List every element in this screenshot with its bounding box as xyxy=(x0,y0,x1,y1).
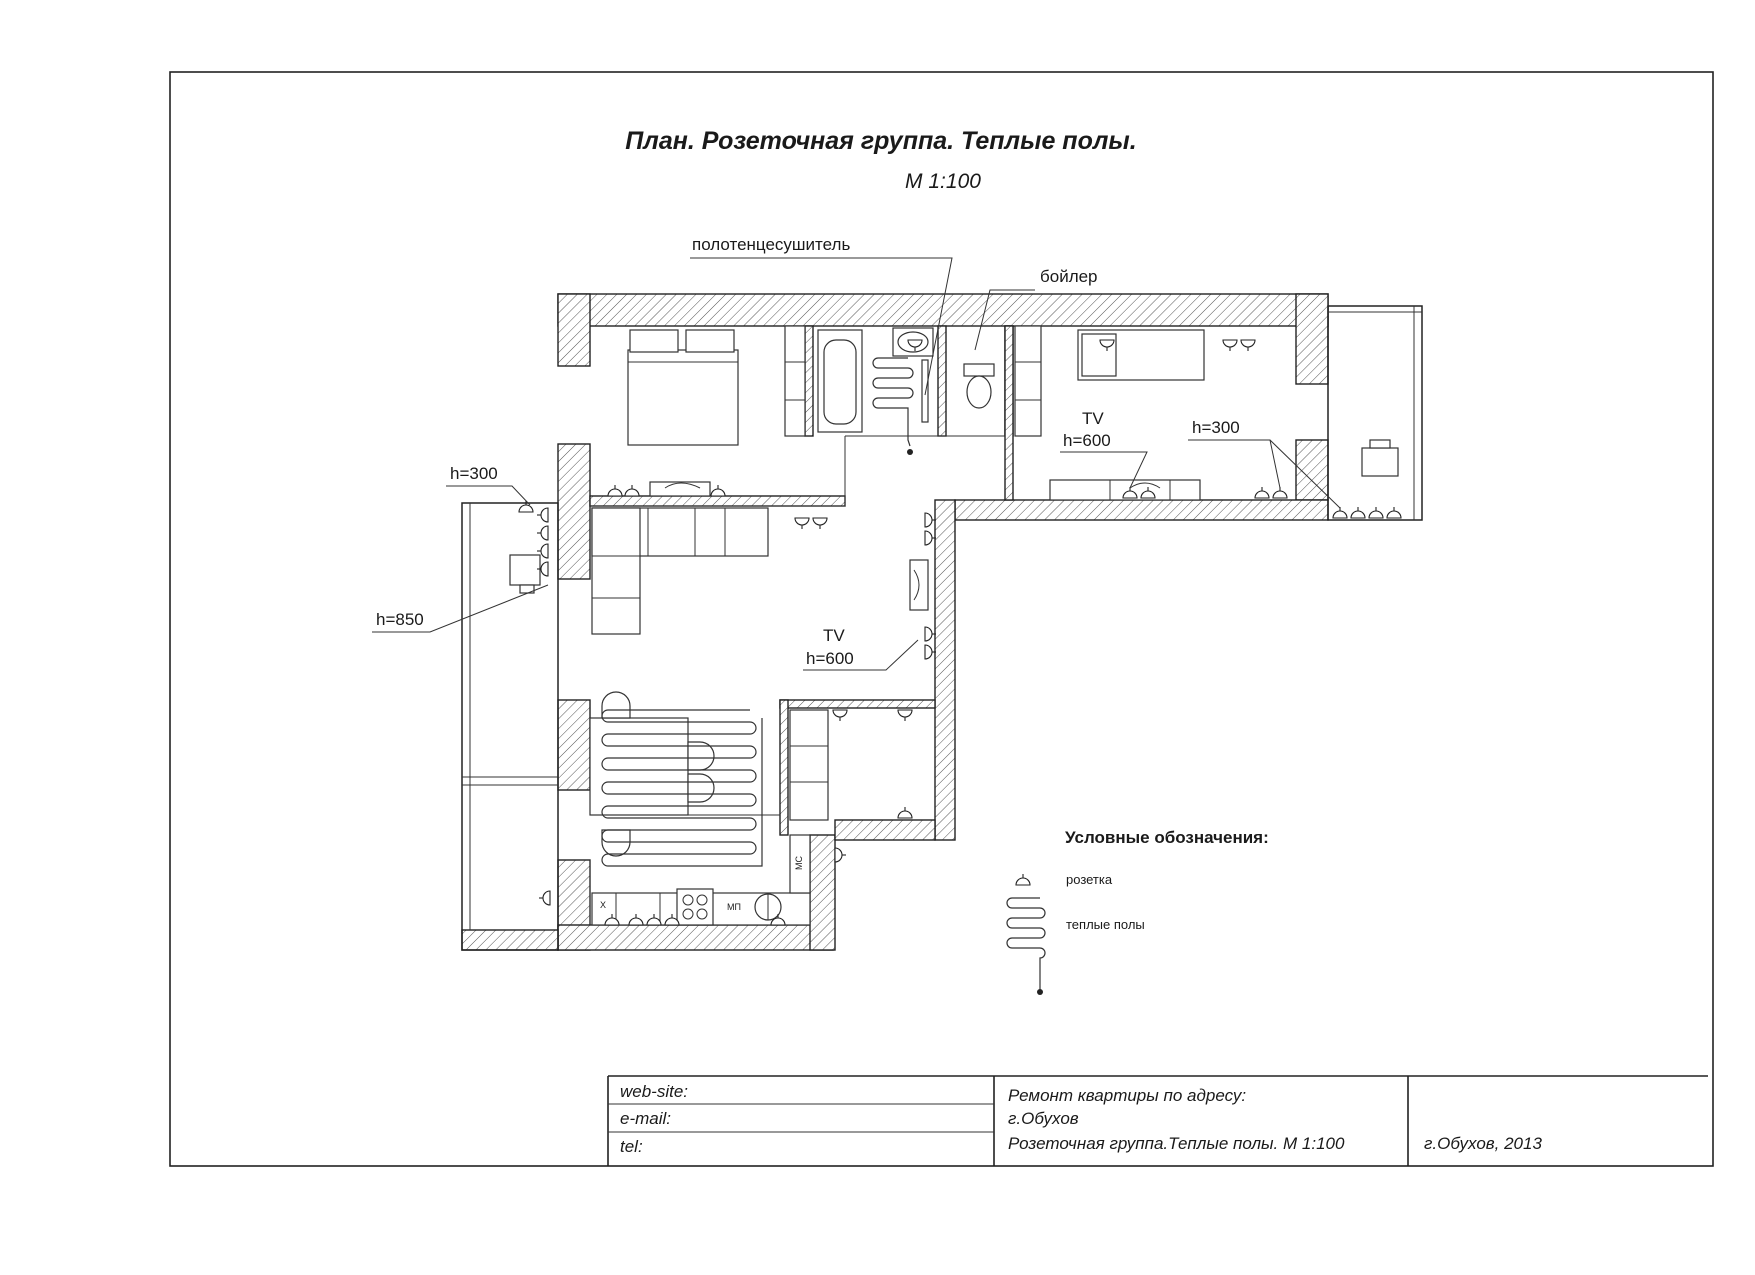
project-line3: Розеточная группа.Теплые полы. М 1:100 xyxy=(1008,1134,1345,1153)
boiler-label: бойлер xyxy=(1040,267,1098,286)
website-label: web-site: xyxy=(620,1082,688,1101)
interior-lines xyxy=(461,305,1423,951)
socket-icon xyxy=(1015,873,1031,886)
left-balcony-height-top: h=300 xyxy=(450,464,498,483)
legend-item-heated-floor: теплые полы xyxy=(1066,917,1145,932)
project-line1: Ремонт квартиры по адресу: xyxy=(1008,1086,1246,1105)
title-block: web-site: e-mail: tel: Ремонт квартиры п… xyxy=(607,1075,1708,1166)
email-label: e-mail: xyxy=(620,1109,671,1128)
walls xyxy=(461,293,1329,951)
kitchen-mark-mv: МП xyxy=(727,902,741,912)
kitchen-mark-ms: МС xyxy=(794,856,804,870)
sheet-frame xyxy=(169,71,1714,1167)
annotations: полотенцесушитель бойлер TV h=600 h=300 … xyxy=(372,235,1341,912)
tv-bedroom-label: TV xyxy=(1082,409,1104,428)
legend-item-socket: розетка xyxy=(1066,872,1113,887)
heated-floor-icon xyxy=(1006,897,1046,995)
towel-dryer-label: полотенцесушитель xyxy=(692,235,850,254)
legend-heading: Условные обозначения: xyxy=(1065,828,1269,847)
bedroom-right-height: h=300 xyxy=(1192,418,1240,437)
kitchen-mark-x: Х xyxy=(600,900,606,910)
tv-living-label: TV xyxy=(823,626,845,645)
tv-bedroom-height: h=600 xyxy=(1063,431,1111,450)
left-balcony-height-desk: h=850 xyxy=(376,610,424,629)
place-year: г.Обухов, 2013 xyxy=(1424,1134,1542,1153)
drawing-title: План. Розеточная группа. Теплые полы. xyxy=(625,127,1136,155)
heated-floor-zones xyxy=(601,357,914,867)
drawing-scale: М 1:100 xyxy=(905,170,981,193)
legend: Условные обозначения: розетка теплые пол… xyxy=(1006,828,1269,995)
project-line2: г.Обухов xyxy=(1008,1109,1079,1128)
furniture xyxy=(509,325,1399,926)
tel-label: tel: xyxy=(620,1137,643,1156)
tv-living-height: h=600 xyxy=(806,649,854,668)
